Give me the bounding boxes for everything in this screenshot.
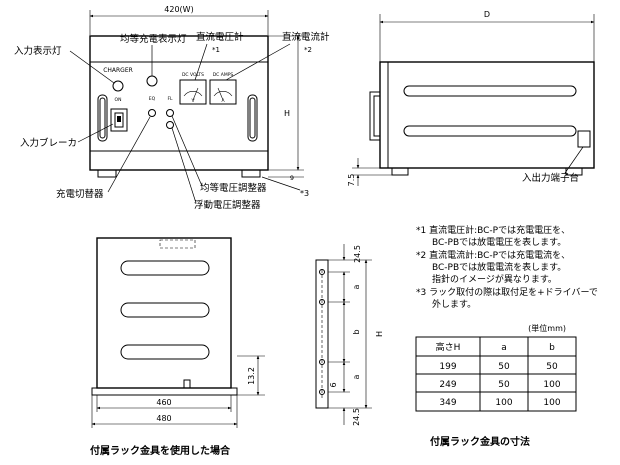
foot-dimension-side: 7.5: [347, 174, 356, 187]
rack-a-dimension: a: [352, 284, 361, 289]
table-cell: 249: [439, 380, 456, 390]
front-view: 420(W) CHARGER ON EQ FL DC VOLTS: [89, 5, 304, 182]
front-panel: [89, 35, 269, 171]
callout-equalize-adjuster: 均等電圧調整器: [200, 182, 267, 194]
callout-charge-switch: 充電切替器: [56, 188, 104, 200]
width-dimension: 420(W): [164, 5, 193, 14]
dimension-table: (単位mm) 高さH a b 199 50 50 249 50 100 349 …: [415, 323, 577, 448]
callout-input-breaker: 入力ブレーカ: [20, 137, 77, 149]
rack-slot-3: [120, 344, 210, 360]
rack-bracket: [315, 259, 329, 409]
callout-equalize-lamp: 均等充電表示灯: [120, 33, 187, 45]
ammeter-unit: A: [221, 98, 225, 104]
note-1-line-2: BC-PBでは放電電圧を表します。: [432, 236, 566, 248]
side-body: [379, 61, 595, 169]
fl-label: FL: [167, 96, 173, 102]
input-breaker[interactable]: [110, 108, 128, 132]
callout-voltmeter-mark: *1: [212, 46, 220, 54]
upper-vent: [403, 85, 577, 97]
table-header-a: a: [501, 343, 507, 353]
table-unit: (単位mm): [528, 323, 566, 333]
rack-top-dimension: 24.5: [353, 245, 362, 263]
callout-terminal: 入出力端子台: [522, 172, 579, 184]
voltmeter-face-label: DC VOLTS: [182, 72, 204, 78]
ammeter-face-label: DC AMPS: [213, 72, 234, 78]
note-2-line-3: 指針のイメージが異なります。: [432, 273, 557, 285]
callout-float-adjuster: 浮動電圧調整器: [194, 199, 261, 211]
lower-vent: [403, 125, 577, 137]
rack-slot-1: [120, 260, 210, 276]
brand-label: CHARGER: [103, 67, 133, 74]
callout-rack-mark: *3: [300, 189, 309, 198]
notes: *1 直流電圧計:BC-Pでは充電電圧を、 BC-PBでは放電電圧を表します。 …: [416, 224, 598, 310]
callout-voltmeter: 直流電圧計: [196, 31, 244, 43]
front-foot-left: [97, 169, 117, 178]
note-3-line-1: *3 ラック取付の際は取付足を+ドライバーで: [416, 286, 598, 298]
side-foot-left: [391, 167, 409, 176]
dc-voltmeter: [179, 79, 207, 105]
table-cell: 50: [498, 380, 510, 390]
rack-front-view: 13.2 460 480 付属ラック金具を使用した場合: [90, 237, 265, 457]
caption-rack-use: 付属ラック金具を使用した場合: [90, 444, 231, 457]
voltmeter-unit: V: [191, 98, 195, 104]
note-2-line-2: BC-PBでは放電電流を表します。: [432, 261, 566, 273]
rack-side-dimension: 13.2: [247, 367, 256, 385]
input-lamp: [112, 80, 124, 92]
table-cell: 100: [495, 398, 512, 408]
equalize-lamp: [146, 75, 158, 87]
rack-b-dimension: b: [352, 329, 361, 334]
table-cell: 100: [543, 380, 560, 390]
callout-input-lamp: 入力表示灯: [14, 45, 62, 57]
terminal-block: [577, 130, 591, 148]
equalize-adjuster[interactable]: [166, 109, 174, 117]
input-lamp-label: ON: [115, 97, 122, 103]
rack-bottom-dimension: 24.5: [352, 408, 361, 426]
side-view: D 7.5 入出力端子台: [347, 10, 595, 187]
left-handle: [97, 94, 108, 142]
right-handle: [247, 94, 258, 142]
float-adjuster[interactable]: [166, 121, 174, 129]
foot-dimension-front: 9: [290, 174, 294, 182]
rack-bracket-view: 24.5 a b a 6 24.5 H: [315, 244, 384, 426]
note-2-line-1: *2 直流電流計:BC-Pでは充電電流を、: [416, 249, 570, 261]
depth-dimension: D: [484, 10, 490, 19]
callout-ammeter-mark: *2: [304, 46, 312, 54]
front-callouts: 入力表示灯 均等充電表示灯 直流電圧計 *1 直流電流計 *2 入力ブレーカ 充…: [14, 31, 330, 211]
height-dimension: H: [284, 109, 290, 118]
rack-inner-width: 460: [156, 398, 171, 407]
rack-base: [91, 387, 238, 396]
table-header-b: b: [549, 343, 555, 353]
table-cell: 349: [439, 398, 456, 408]
note-1-line-1: *1 直流電圧計:BC-Pでは充電電圧を、: [416, 224, 570, 236]
table-header-height: 高さH: [436, 341, 461, 353]
front-foot-right: [241, 169, 261, 178]
charge-switch[interactable]: [148, 109, 156, 117]
rack-height-dimension: H: [375, 331, 384, 337]
table-cell: 199: [439, 362, 456, 372]
eq-label: EQ: [149, 96, 156, 102]
rack-a2-dimension: a: [352, 374, 361, 379]
rack-slot-2: [120, 302, 210, 318]
rack-six-dimension: 6: [329, 382, 338, 387]
callout-ammeter: 直流電流計: [282, 31, 330, 43]
rack-outer-width: 480: [156, 414, 171, 423]
table-cell: 100: [543, 398, 560, 408]
caption-rack-dims: 付属ラック金具の寸法: [430, 435, 530, 448]
table-cell: 50: [498, 362, 510, 372]
note-3-line-2: 外します。: [432, 298, 476, 310]
dc-ammeter: [209, 79, 237, 105]
table-cell: 50: [546, 362, 558, 372]
